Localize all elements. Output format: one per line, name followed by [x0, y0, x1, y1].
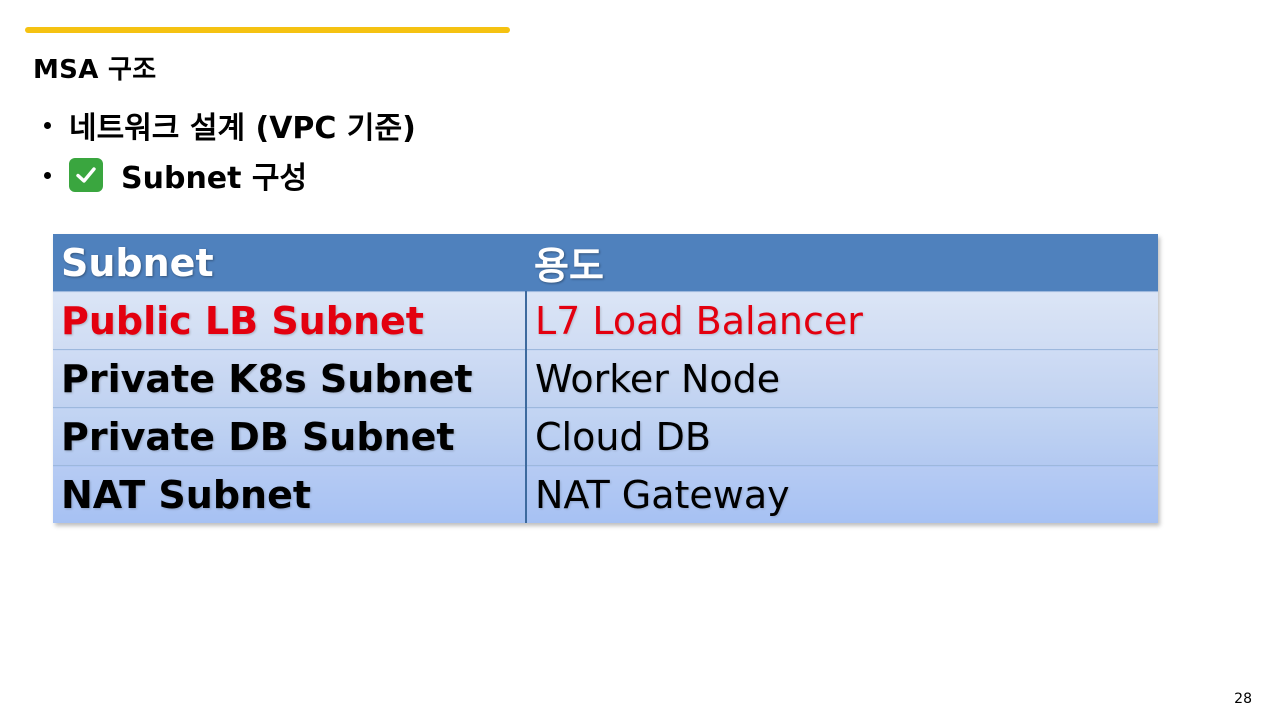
subnet-name-cell: NAT Subnet: [53, 465, 527, 523]
column-header-purpose: 용도: [526, 234, 1158, 292]
subnet-purpose-cell: NAT Gateway: [526, 465, 1158, 523]
bullet-item: Subnet 구성: [44, 150, 416, 200]
subnet-purpose-cell: L7 Load Balancer: [526, 291, 1158, 350]
subnet-name-cell: Private DB Subnet: [53, 407, 527, 466]
table-row: Private K8s Subnet Worker Node: [53, 349, 1158, 408]
bullet-dot: [44, 171, 51, 179]
bullet-item: 네트워크 설계 (VPC 기준): [44, 100, 416, 150]
section-title: MSA 구조: [33, 55, 157, 85]
table-row: Public LB Subnet L7 Load Balancer: [53, 291, 1158, 350]
accent-bar: [25, 27, 510, 33]
page-number: 28: [1234, 691, 1252, 707]
subnet-name-cell: Public LB Subnet: [53, 291, 527, 350]
subnet-name-cell: Private K8s Subnet: [53, 349, 527, 408]
bullet-text: 네트워크 설계 (VPC 기준): [69, 111, 416, 146]
column-header-subnet: Subnet: [53, 234, 526, 292]
table-header-row: Subnet 용도: [53, 234, 1158, 292]
bullet-list: 네트워크 설계 (VPC 기준) Subnet 구성: [44, 100, 416, 200]
table-row: Private DB Subnet Cloud DB: [53, 407, 1158, 466]
bullet-dot: [44, 121, 51, 129]
table-row: NAT Subnet NAT Gateway: [53, 465, 1158, 523]
check-mark-icon: [69, 158, 103, 192]
subnet-purpose-cell: Cloud DB: [526, 407, 1158, 466]
subnet-table: Subnet 용도 Public LB Subnet L7 Load Balan…: [53, 234, 1158, 523]
subnet-purpose-cell: Worker Node: [526, 349, 1158, 408]
bullet-text: Subnet 구성: [121, 161, 308, 196]
